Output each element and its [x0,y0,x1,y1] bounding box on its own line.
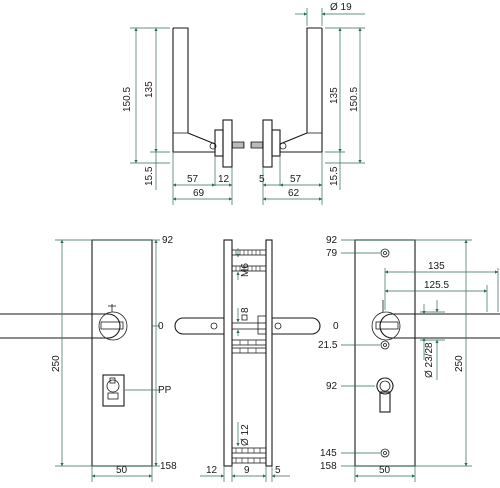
dim-125-5: 125.5 [424,280,449,291]
spindle [231,322,267,330]
dim-0-right: 0 [333,321,339,332]
profile-cylinder-cutout [376,377,394,413]
dim-69-left: 69 [193,188,205,199]
dim-12-left: 12 [218,174,230,185]
plate-side-view: M6 8 Ø 12 12 9 5 [174,239,321,482]
dim-158-right: 158 [320,461,337,472]
handle-top-view-left: 150.5 135 15.5 57 12 69 [122,27,245,205]
dim-50-left: 50 [116,465,128,476]
dim-135-right-top: 135 [428,261,445,272]
dim-57-right: 57 [290,174,302,185]
screw-middle [231,339,267,354]
lever-left [0,304,128,341]
handle-top-view-right: Ø 19 135 150.5 15.5 5 57 62 [250,2,365,205]
handle-outline-right [250,27,323,168]
dim-92-right: 92 [326,235,338,246]
dim-135-right: 135 [329,87,340,104]
dim-dia-19: Ø 19 [330,2,352,13]
dim-21-5: 21.5 [318,340,338,351]
dim-92b: 92 [326,381,338,392]
dim-0-left: 0 [158,321,164,332]
screw-hole-middle [380,340,390,350]
dim-57-left: 57 [187,174,199,185]
dim-145: 145 [320,448,337,459]
dim-pp: PP [158,385,172,396]
door-plate-right [265,239,273,467]
dim-62-right: 62 [288,188,300,199]
plate-front-view-left: 92 0 PP 158 250 50 [0,235,177,482]
dim-79: 79 [326,248,338,259]
dim-250-left: 250 [51,355,62,372]
screw-top [231,249,267,272]
dim-m6: M6 [240,263,251,277]
dim-9-side: 9 [244,465,250,476]
screw-bottom [231,447,267,464]
dim-square-8: 8 [240,307,251,313]
pp-cylinder-cutout [102,374,125,407]
lever-side-left [174,317,224,335]
dim-5-side: 5 [275,465,281,476]
dim-15-5-right: 15.5 [329,166,340,186]
dim-12-side: 12 [206,465,218,476]
dim-92-left: 92 [162,235,174,246]
lever-right [371,300,500,341]
screw-hole-bottom [380,448,390,458]
dim-dia-12: Ø 12 [240,424,251,446]
dim-250-right: 250 [454,355,465,372]
dim-15-5-left: 15.5 [144,166,155,186]
door-plate-left [223,239,233,467]
dim-150-5-left: 150.5 [122,87,133,112]
dim-158-left: 158 [160,461,177,472]
plate-front-view-right: 92 79 0 21.5 92 145 158 135 125.5 Ø 23/2… [318,235,500,482]
screw-hole-top [380,248,390,258]
dim-50-right: 50 [379,465,391,476]
dim-150-5-right: 150.5 [349,87,360,112]
lever-side-right [272,317,321,335]
back-plate-left [91,239,153,467]
dim-dia-23-28: Ø 23/28 [424,342,435,378]
dim-5-right: 5 [259,174,265,185]
dim-135-left: 135 [144,81,155,98]
handle-outline-left [172,27,245,168]
